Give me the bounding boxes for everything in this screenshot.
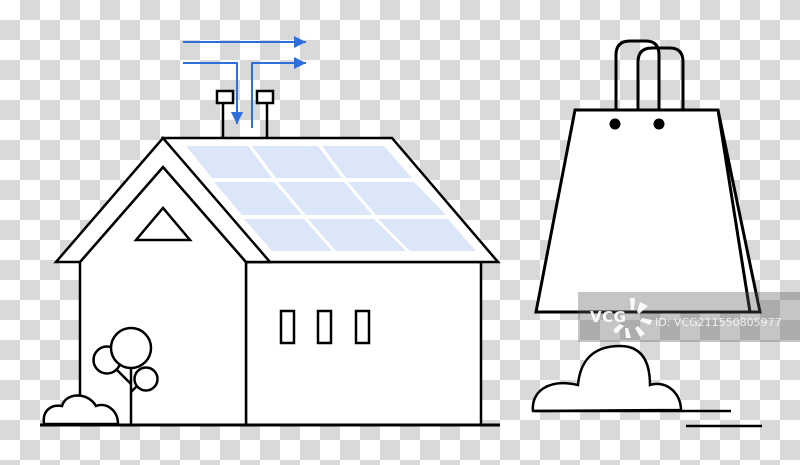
chimney-icon xyxy=(215,89,275,138)
watermark-logo: VCG xyxy=(590,308,627,326)
tree-icon xyxy=(92,326,159,425)
shopping-bag-icon xyxy=(534,39,762,314)
cloud-icon xyxy=(531,344,683,413)
airflow-arrows-icon xyxy=(183,36,306,128)
watermark: VCG ID: VCG211550805977 xyxy=(578,292,800,342)
window-icon xyxy=(354,309,371,345)
attic-window-icon xyxy=(133,206,193,242)
watermark-id: ID: VCG211550805977 xyxy=(655,316,782,329)
windows xyxy=(279,309,371,345)
vcg-burst-icon xyxy=(613,298,652,338)
window-icon xyxy=(316,309,333,345)
gable-roof-icon xyxy=(53,136,273,264)
bush-icon xyxy=(42,394,120,426)
solar-panel-icon xyxy=(186,146,476,251)
window-icon xyxy=(279,309,296,345)
